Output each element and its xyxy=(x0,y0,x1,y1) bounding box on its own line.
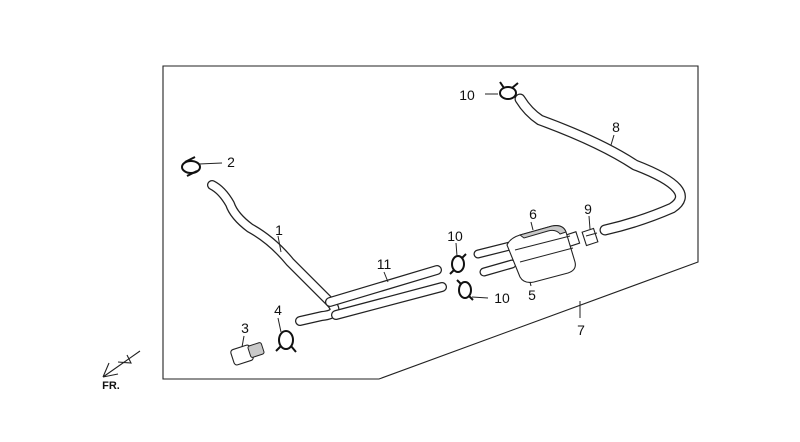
leader-lines xyxy=(198,93,615,348)
callout-7: 7 xyxy=(577,322,585,338)
callout-4: 4 xyxy=(274,302,282,318)
clamp-4 xyxy=(275,330,297,353)
clamp-2 xyxy=(181,156,201,177)
hose-1 xyxy=(207,180,340,326)
clamp-10-top xyxy=(499,81,519,100)
callout-2: 2 xyxy=(227,154,235,170)
front-label: FR. xyxy=(102,380,120,392)
callout-9: 9 xyxy=(584,201,592,217)
callout-1: 1 xyxy=(275,222,283,238)
callout-6: 6 xyxy=(529,206,537,222)
clamp-10-mid-upper xyxy=(449,253,467,275)
callout-10-top: 10 xyxy=(459,87,475,103)
hose-8 xyxy=(514,93,686,236)
front-arrow-icon xyxy=(102,350,141,378)
callout-3: 3 xyxy=(241,320,249,336)
callout-10-low: 10 xyxy=(494,290,510,306)
callout-8: 8 xyxy=(612,119,620,135)
stub-tubes xyxy=(473,241,517,277)
callout-11: 11 xyxy=(377,256,392,272)
hose-11 xyxy=(325,265,447,320)
callout-5: 5 xyxy=(528,287,536,303)
assembly-outline xyxy=(162,65,699,380)
connector-3 xyxy=(230,342,265,366)
fuel-filter xyxy=(506,225,581,283)
callout-10-mid: 10 xyxy=(447,228,463,244)
clamp-10-mid-lower xyxy=(456,279,474,301)
fitting-9 xyxy=(581,227,599,247)
